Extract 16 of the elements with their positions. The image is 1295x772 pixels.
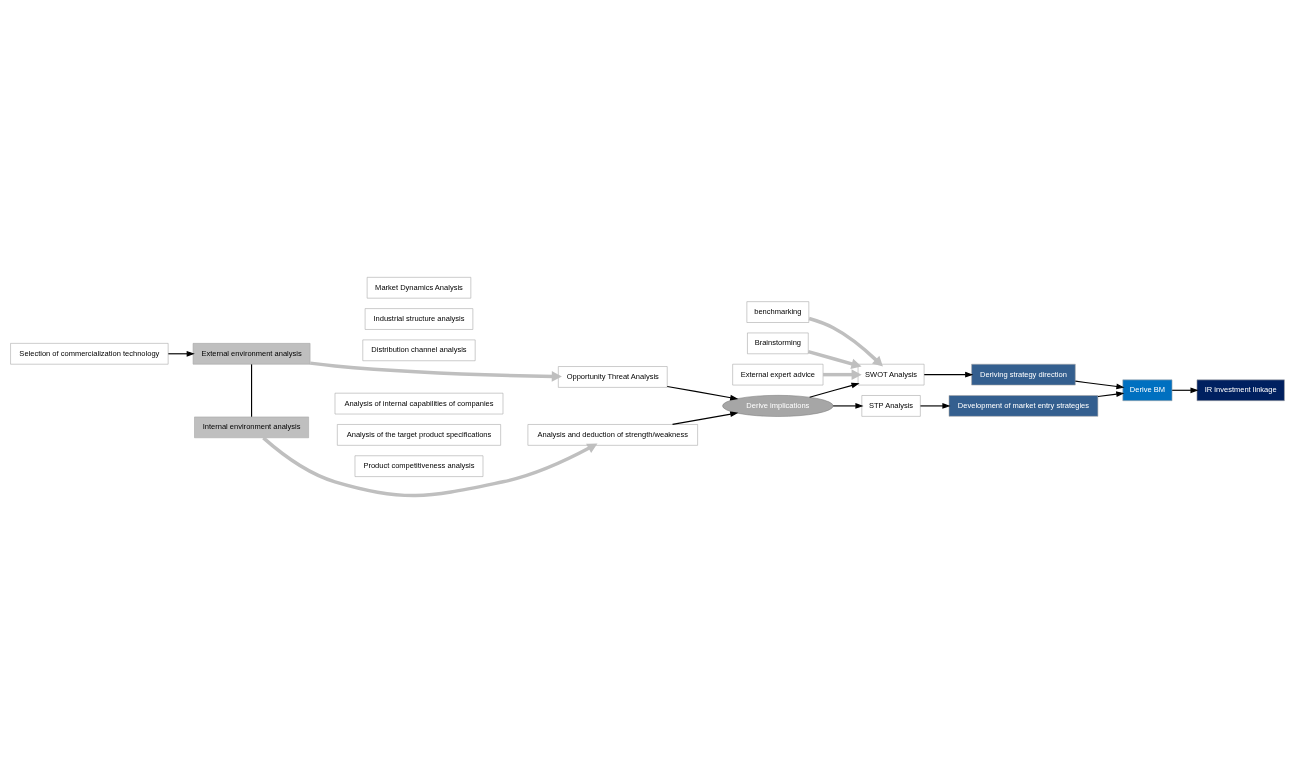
arrow (1074, 380, 1125, 389)
arrow (807, 349, 862, 369)
arrow (809, 382, 860, 398)
arrow (919, 402, 951, 409)
arrow (310, 360, 562, 382)
arrow (1097, 390, 1125, 397)
arrow (262, 436, 598, 497)
arrow (808, 316, 883, 367)
connector (251, 363, 253, 417)
arrow (832, 402, 864, 409)
arrow (923, 371, 974, 377)
arrow (666, 385, 739, 400)
arrow (823, 368, 862, 380)
arrow (671, 410, 739, 425)
arrow (167, 350, 195, 357)
arrow (1171, 386, 1199, 393)
